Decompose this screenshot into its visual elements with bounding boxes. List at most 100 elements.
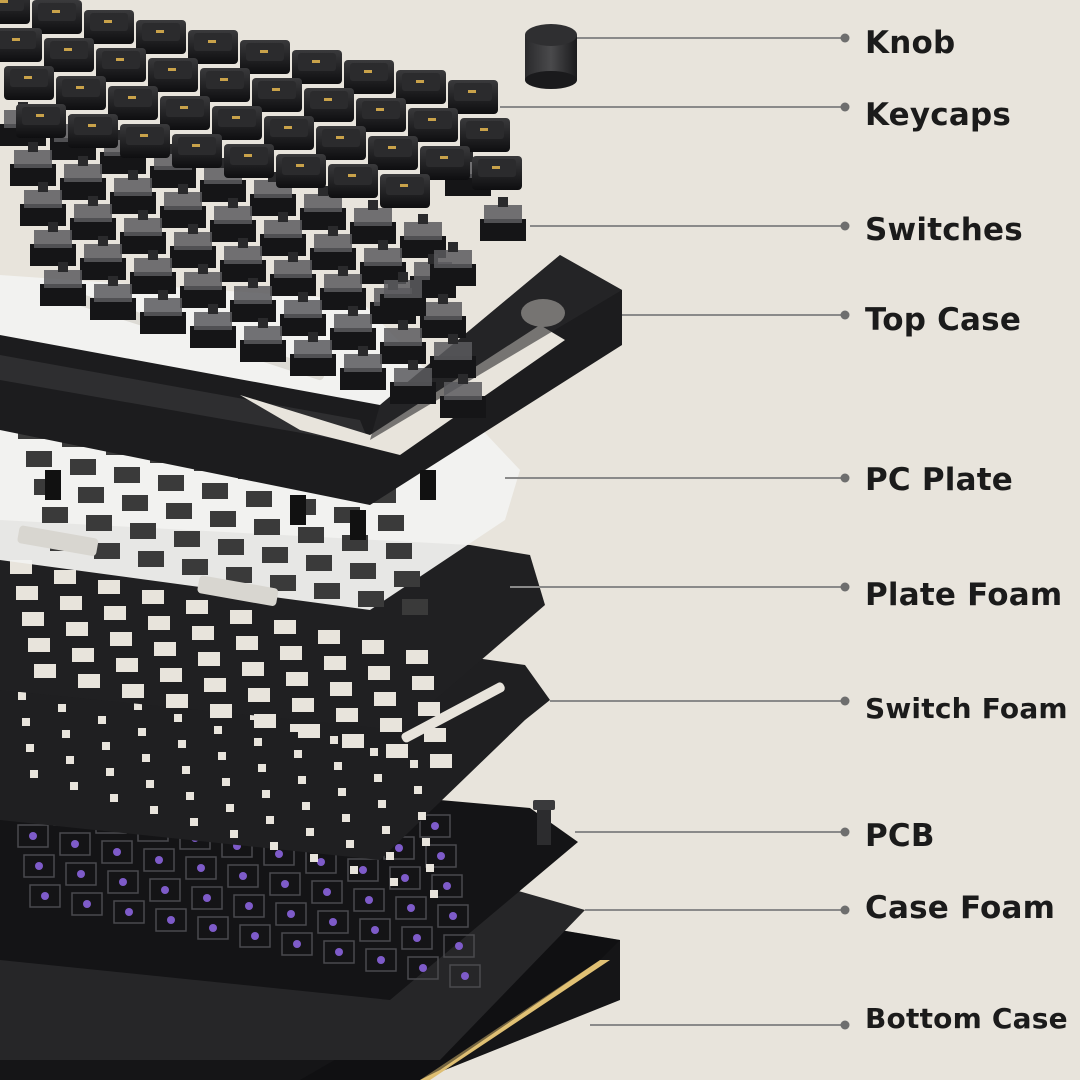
pcb-led [395,844,403,852]
switch-foam-hole [390,878,398,886]
plate-cutout [254,519,280,535]
pcb-socket [449,964,481,988]
switch [310,226,356,270]
top-case-leader-dot [840,310,850,320]
plate-foam-cutout [236,636,258,650]
plate-cutout [314,583,340,599]
plate-cutout [270,575,296,591]
pcb-led [461,972,469,980]
switch-foam-hole [426,864,434,872]
pcb-led [113,848,121,856]
switch [330,306,376,350]
plate-cutout [78,487,104,503]
pcb-socket [311,880,343,904]
pcb-socket [101,840,133,864]
pcb-socket [431,874,463,898]
switch-foam-hole [22,718,30,726]
plate-cutout [174,531,200,547]
plate-cutout [122,495,148,511]
keycap [4,66,54,100]
plate-foam-cutout [204,678,226,692]
bottom-case-label: Bottom Case [865,1001,1068,1035]
keycap [408,108,458,142]
switch [210,198,256,242]
switch [110,170,156,214]
pc-plate-label: PC Plate [865,461,1013,498]
switch [60,156,106,200]
keycap [160,96,210,130]
keycap [16,104,66,138]
pcb-socket [437,904,469,928]
plate-cutout [402,599,428,615]
plate-foam-cutout [336,708,358,722]
switch [220,238,266,282]
switch-foam-hole [174,714,182,722]
switch-foam-hole [378,800,386,808]
switch-foam-hole [218,752,226,760]
plate-foam-cutout [430,754,452,768]
plate-foam-cutout [342,734,364,748]
switch-foam-hole [374,774,382,782]
switch-foam-hole [70,782,78,790]
pcb-led [377,956,385,964]
plate-cutout [42,507,68,523]
keycap [224,144,274,178]
switch-foam-hole [330,736,338,744]
keycap [200,68,250,102]
plate-cutout [218,539,244,555]
pcb-led [71,840,79,848]
plate-cutout [130,523,156,539]
keycap [32,0,82,34]
switch-foam-hole [178,740,186,748]
switch-foam-hole [410,760,418,768]
switch-foam-hole [298,776,306,784]
switch-foam-hole [186,792,194,800]
plate-cutout [114,467,140,483]
switch [10,142,56,186]
pcb-socket [281,932,313,956]
pcb-led [281,880,289,888]
plate-foam-cutout [274,620,296,634]
plate-foam-cutout [98,580,120,594]
plate-foam-cutout [386,744,408,758]
switch-foam-hole [346,840,354,848]
plate-foam-cutout [116,658,138,672]
plate-cutout [70,459,96,475]
switch-foam-hole [290,724,298,732]
pcb-led [155,856,163,864]
switch-foam-hole [134,702,142,710]
switch [480,197,526,241]
switch-foam-hole [230,830,238,838]
plate-foam-cutout [142,590,164,604]
switch-foam-hole [226,804,234,812]
switch [140,290,186,334]
switch-foam-hole [106,768,114,776]
pcb-socket [323,940,355,964]
pcb-socket [275,902,307,926]
plate-foam-cutout [412,676,434,690]
plate-cutout [358,591,384,607]
switches-label: Switches [865,211,1023,248]
pcb-led [167,916,175,924]
switch-foam-hole [66,756,74,764]
switch-foam-hole [414,786,422,794]
pcb-socket [197,916,229,940]
pcb-socket [395,896,427,920]
switch [440,374,486,418]
pcb-socket [269,872,301,896]
pcb-led [323,888,331,896]
plate-foam-cutout [368,666,390,680]
pcb-led [401,874,409,882]
plate-foam-cutout [66,622,88,636]
pcb-socket [185,856,217,880]
plate-cutout [262,547,288,563]
keycaps-layer [0,0,522,208]
plate-foam-cutout [230,610,252,624]
case-foam-label: Case Foam [865,889,1056,926]
pcb-socket [407,956,439,980]
pcb-led [371,926,379,934]
plate-cutout [138,551,164,567]
switch [160,184,206,228]
keycaps-label: Keycaps [865,96,1012,133]
